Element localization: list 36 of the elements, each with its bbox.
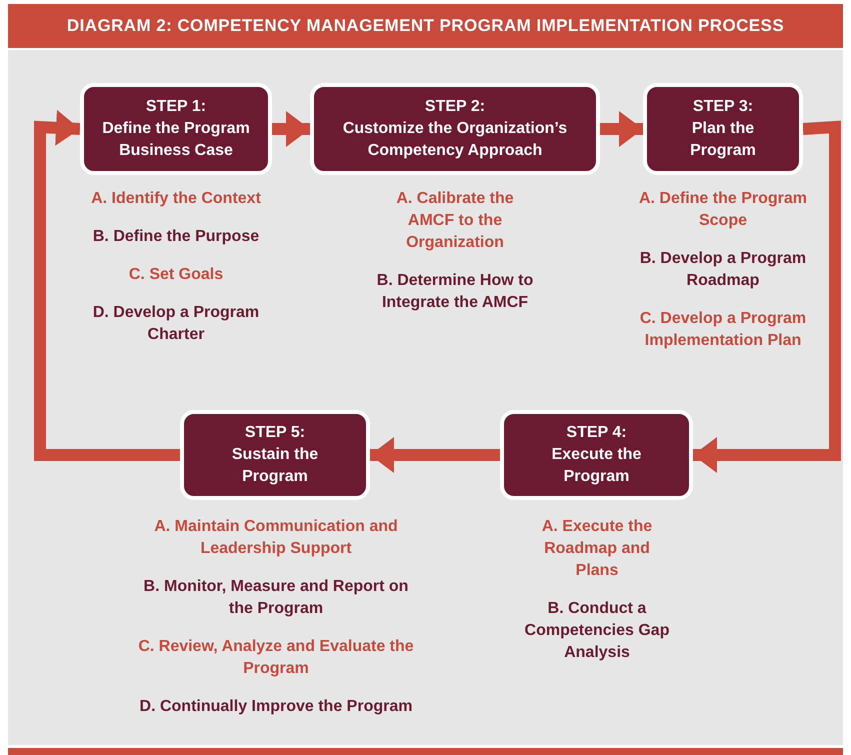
- sub-step: A. Define the Program Scope: [628, 188, 818, 232]
- sub-step: D. Continually Improve the Program: [140, 696, 412, 718]
- sub-step: A. Execute the Roadmap and Plans: [522, 516, 672, 582]
- step-box: [643, 83, 803, 175]
- sub-step: D. Develop a Program Charter: [68, 302, 284, 346]
- sub-step: B. Determine How to Integrate the AMCF: [375, 270, 535, 314]
- sub-step: C. Set Goals: [128, 264, 224, 286]
- sub-step: B. Conduct a Competencies Gap Analysis: [522, 598, 672, 664]
- sub-step: B. Develop a Program Roadmap: [628, 248, 818, 292]
- step-box: [180, 410, 370, 500]
- step-title: Execute the Program: [550, 445, 642, 487]
- sub-step: A. Calibrate the AMCF to the Organization: [375, 188, 535, 254]
- step-title: Sustain the Program: [230, 445, 320, 487]
- step-number: STEP 2:: [424, 97, 486, 117]
- step-title: Customize the Organization’s Competency Approach: [342, 119, 568, 161]
- step-title: Define the Program Business Case: [101, 119, 251, 161]
- step-box: [500, 410, 693, 500]
- step-number: STEP 1:: [146, 97, 206, 117]
- sub-step: C. Develop a Program Implementation Plan: [628, 308, 818, 352]
- arrow: [34, 110, 180, 461]
- sub-step: A. Identify the Context: [91, 188, 261, 210]
- step-number: STEP 4:: [566, 423, 627, 443]
- sub-step: A. Maintain Communication and Leadership Support: [136, 516, 416, 560]
- step-box: [310, 83, 600, 175]
- arrow: [370, 437, 500, 473]
- step-number: STEP 3:: [692, 97, 754, 117]
- sub-step: B. Monitor, Measure and Report on the Program: [136, 576, 416, 620]
- sub-step: B. Define the Purpose: [92, 226, 260, 248]
- sub-step: C. Review, Analyze and Evaluate the Program: [136, 636, 416, 680]
- title: DIAGRAM 2: COMPETENCY MANAGEMENT PROGRAM IMPLEMENTATION PROCESS: [66, 15, 784, 38]
- arrow: [600, 111, 643, 147]
- step-box: [80, 83, 272, 175]
- arrow: [693, 120, 841, 473]
- step-title: Plan the Program: [689, 119, 757, 161]
- step-number: STEP 5:: [244, 423, 306, 443]
- arrow: [272, 111, 310, 147]
